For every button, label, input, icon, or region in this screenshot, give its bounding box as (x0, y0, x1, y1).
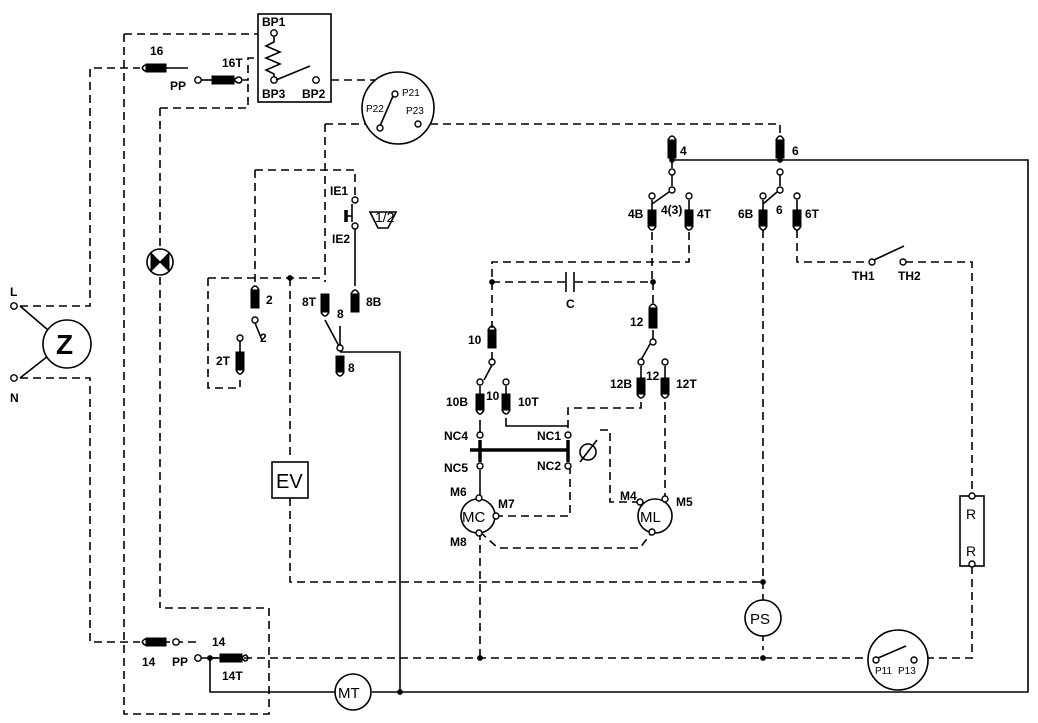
label-p11: P11 (875, 666, 892, 677)
label-c: C (566, 297, 575, 311)
timer-motor-mt: MT (334, 673, 403, 711)
label-mc: MC (462, 509, 485, 526)
label-12t: 12T (676, 377, 697, 391)
label-12: 12 (630, 315, 644, 329)
timer-switch-p21: P21 P22 P23 (361, 71, 435, 145)
label-l: L (10, 285, 17, 299)
lamp-icon (146, 248, 174, 276)
label-43: 4(3) (661, 203, 682, 217)
timer-switch-p11: P11 P13 (867, 629, 929, 691)
label-pp-bottom: PP (172, 655, 188, 669)
label-mt: MT (338, 685, 360, 702)
label-2a: 2 (266, 293, 273, 307)
label-n: N (10, 391, 19, 405)
label-16t: 16T (222, 56, 243, 70)
connector-2: 2 2 2T (216, 285, 273, 375)
label-10b: 10B (446, 395, 468, 409)
label-r2: R (966, 543, 976, 559)
label-4b: 4B (628, 207, 644, 221)
label-m7: M7 (498, 497, 515, 511)
sensor-ps: PS (477, 579, 782, 661)
label-p23: P23 (406, 106, 424, 117)
label-6b: 6B (738, 207, 754, 221)
connector-10: 10 10B 10 10T (446, 325, 539, 415)
label-10: 10 (468, 333, 482, 347)
label-p13: P13 (898, 666, 916, 677)
label-4t: 4T (697, 207, 712, 221)
label-ev: EV (276, 471, 303, 493)
centrifugal-switch-nc: NC4 NC5 NC1 NC2 (444, 418, 598, 496)
label-6t: 6T (805, 207, 820, 221)
label-8b: 8B (366, 295, 382, 309)
label-r1: R (966, 506, 976, 522)
heater-r: R R (959, 492, 985, 568)
label-8a: 8 (337, 307, 344, 321)
label-6c: 6 (776, 203, 783, 217)
filter-z: Z L N (10, 285, 92, 405)
label-16: 16 (150, 44, 164, 58)
connector-16: 16 PP 16T (141, 44, 243, 93)
label-14: 14 (212, 635, 226, 649)
label-m8: M8 (450, 535, 467, 549)
label-6: 6 (792, 144, 799, 158)
label-nc4: NC4 (444, 429, 468, 443)
label-12b: 12B (610, 377, 632, 391)
solid-wires (19, 152, 1029, 693)
label-14b: 14 (142, 655, 156, 669)
label-ml: ML (640, 509, 661, 526)
bp2-label: BP2 (302, 87, 326, 101)
label-p21: P21 (402, 88, 420, 99)
motor-ml: ML M4 M5 (620, 489, 693, 536)
label-10c: 10 (486, 389, 500, 403)
label-th2: TH2 (898, 269, 921, 283)
label-ie2: IE2 (332, 232, 350, 246)
label-th1: TH1 (852, 269, 875, 283)
bp1-label: BP1 (262, 15, 286, 29)
label-p22: P22 (366, 104, 384, 115)
label-pp-top: PP (170, 79, 186, 93)
label-z: Z (56, 329, 73, 360)
dashed-wires (20, 33, 973, 715)
label-nc2: NC2 (537, 459, 561, 473)
label-12c: 12 (646, 369, 660, 383)
connector-8: 8T 8 8B 8 (287, 275, 382, 377)
connector-6: 6 6B 6 6T (738, 135, 820, 231)
label-nc1: NC1 (537, 429, 561, 443)
valve-ev: EV (271, 461, 309, 499)
motor-mc: MC M6 M7 M8 (450, 485, 515, 549)
label-half: 1/2 (375, 209, 395, 225)
label-m6: M6 (450, 485, 467, 499)
label-2t: 2T (216, 354, 231, 368)
connector-14: 14 14 PP 14T (141, 635, 249, 683)
label-2b: 2 (260, 331, 267, 345)
label-10t: 10T (518, 395, 539, 409)
label-m4: M4 (620, 489, 637, 503)
label-ie1: IE1 (330, 184, 348, 198)
label-14t: 14T (222, 669, 243, 683)
label-nc5: NC5 (444, 461, 468, 475)
label-8c: 8 (348, 361, 355, 375)
bp3-label: BP3 (262, 87, 286, 101)
label-ps: PS (750, 611, 770, 628)
pressure-switch-bp: BP1 BP3 BP2 (257, 13, 332, 103)
thermostat-th: TH1 TH2 (852, 245, 921, 283)
capacitor-c: C (489, 272, 656, 311)
connector-4: 4 4B 4(3) 4T (628, 135, 712, 231)
label-4: 4 (680, 144, 687, 158)
connector-12: 12 12B 12 12T (610, 303, 697, 399)
label-m5: M5 (676, 495, 693, 509)
door-switch-ie: IE1 IE2 1/2 (330, 184, 398, 286)
label-8t: 8T (302, 295, 317, 309)
